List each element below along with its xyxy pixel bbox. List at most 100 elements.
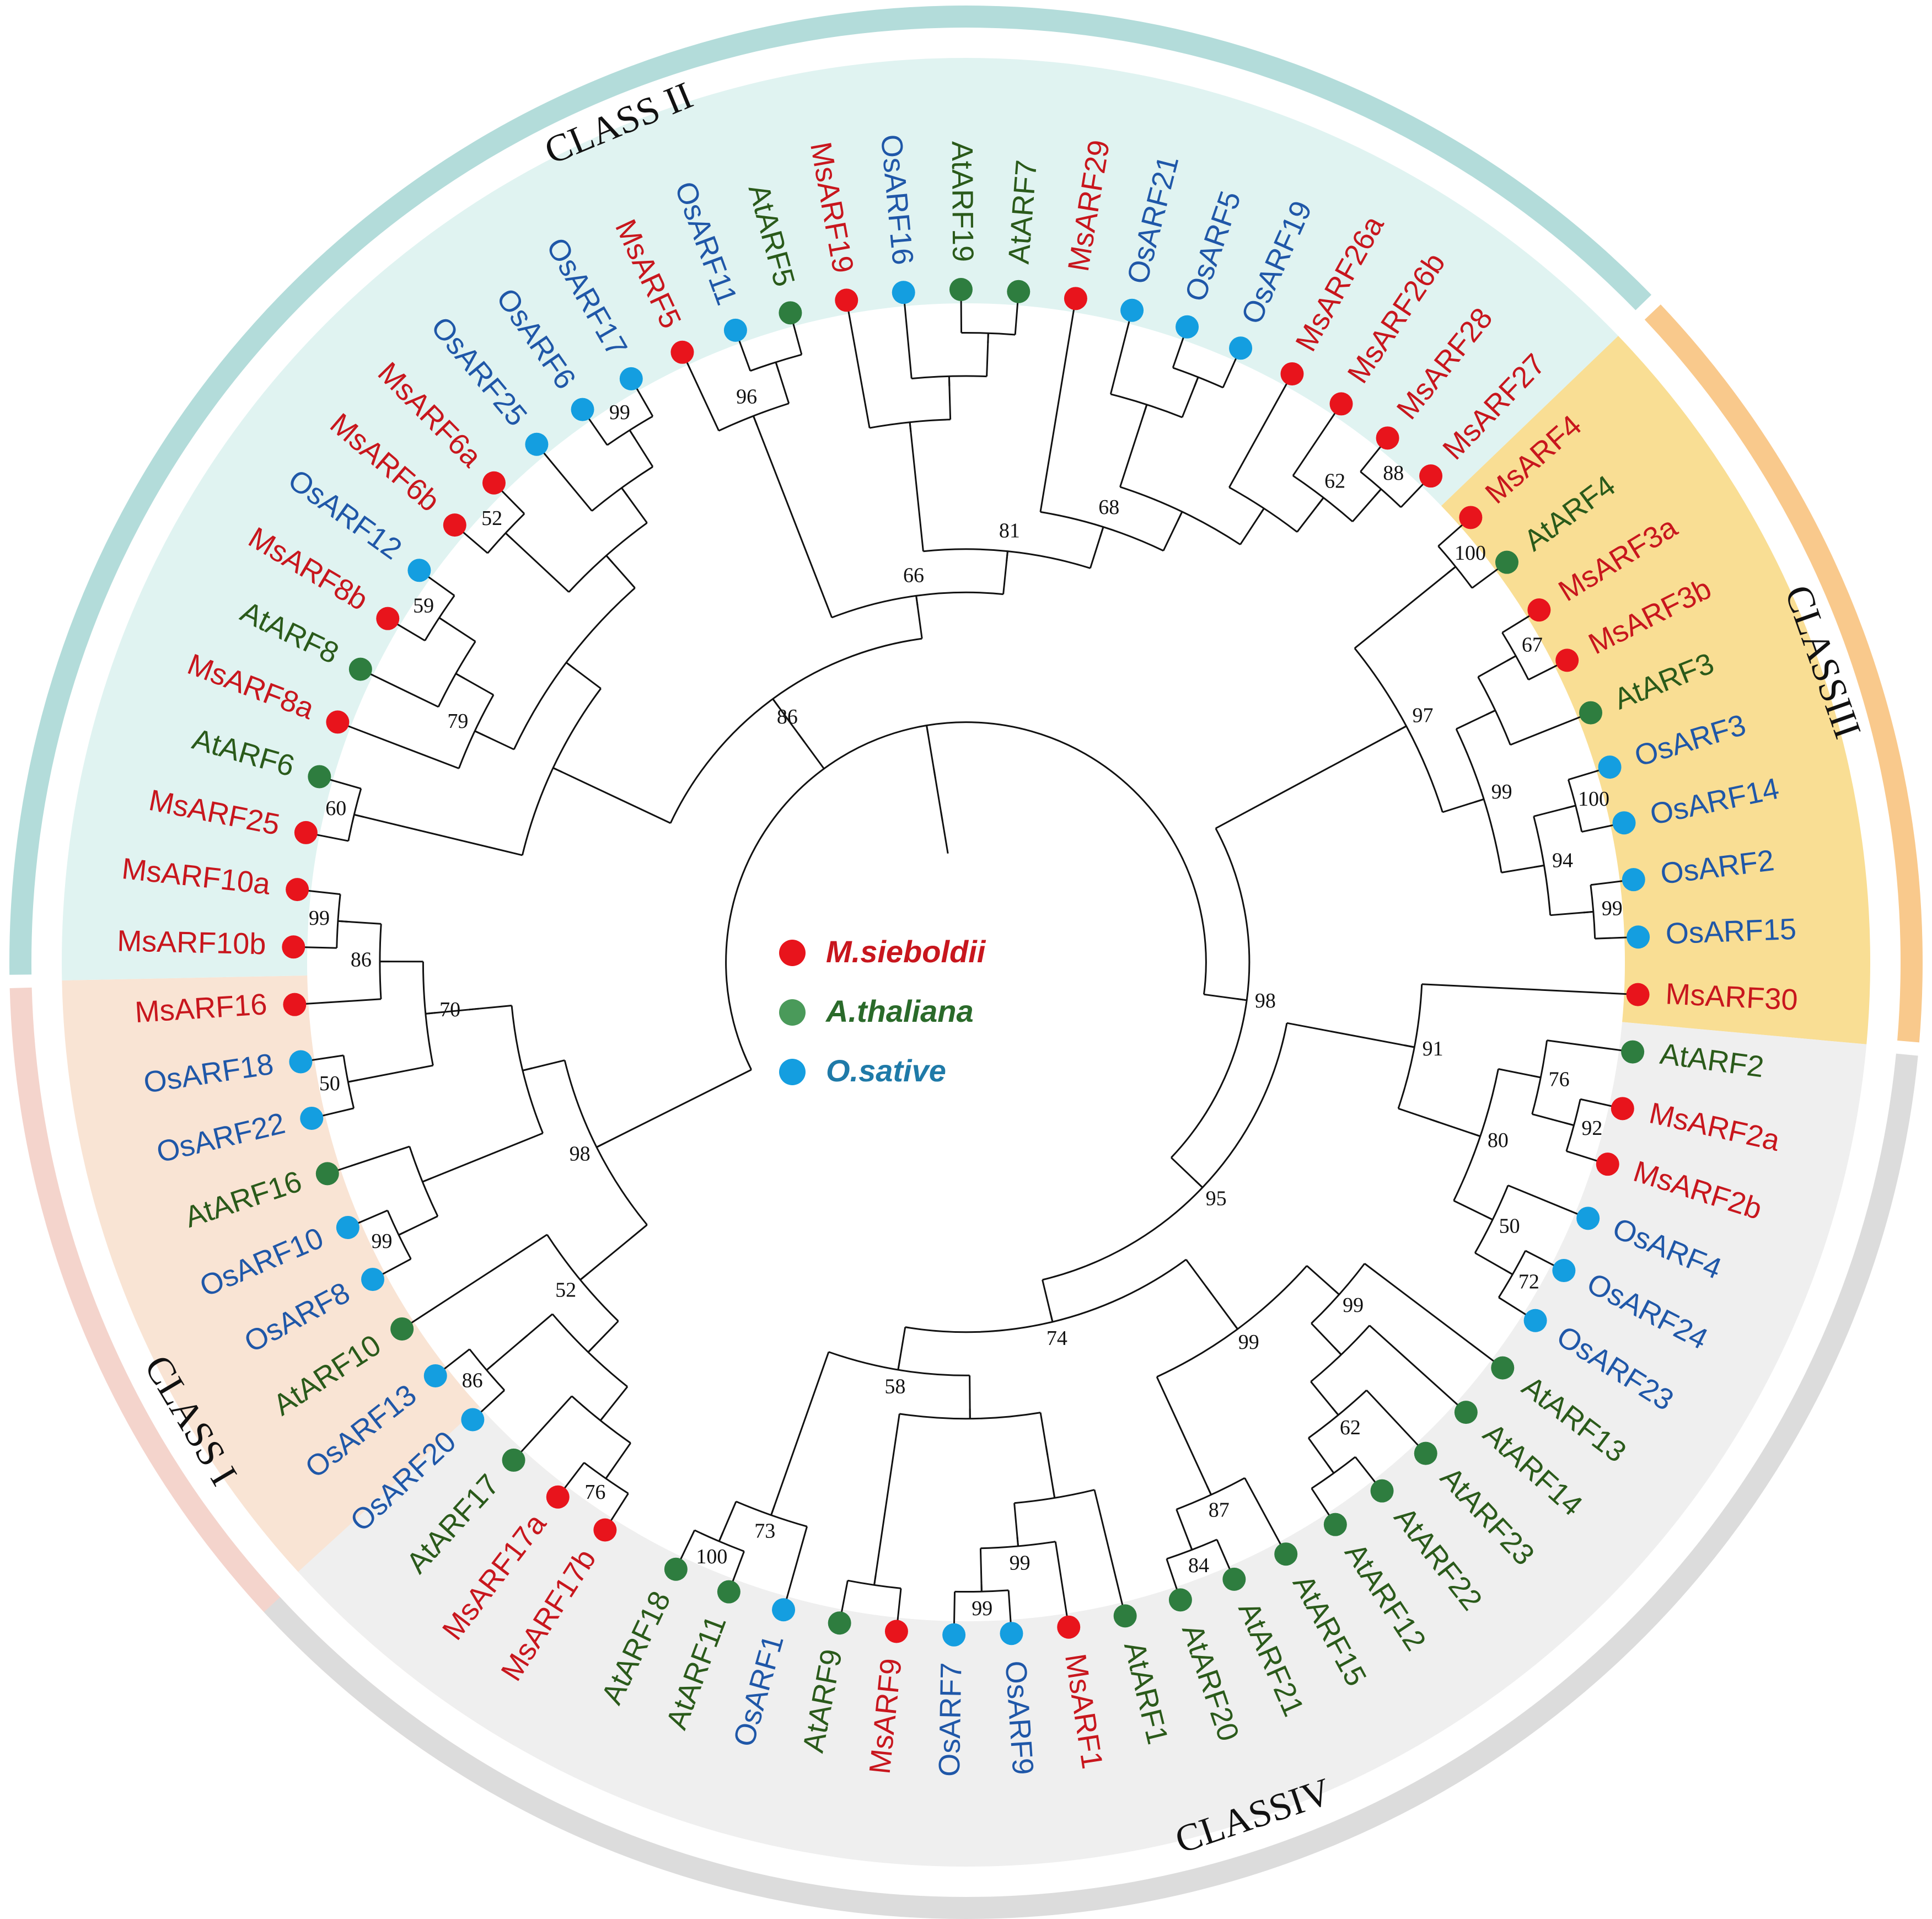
bootstrap-value: 99 xyxy=(1343,1294,1364,1317)
branch-stem xyxy=(718,1531,724,1542)
legend-label: A.thaliana xyxy=(825,994,974,1028)
branch-arc xyxy=(1531,1040,1548,1114)
branch-stem xyxy=(566,662,575,669)
tip-dot xyxy=(892,281,915,304)
branch-stem xyxy=(1565,805,1576,809)
branch-stem xyxy=(605,555,614,564)
branch-stem xyxy=(1194,1180,1203,1188)
branch-line xyxy=(1510,712,1591,746)
tip-dot xyxy=(300,1106,324,1130)
bootstrap-value: 50 xyxy=(1499,1214,1520,1237)
tip-dot xyxy=(1222,1567,1246,1591)
bootstrap-value: 86 xyxy=(777,705,798,728)
branch-stem xyxy=(909,422,912,432)
branch-line xyxy=(903,292,913,379)
tip-dot xyxy=(1459,506,1483,529)
tip-dot xyxy=(828,1611,851,1635)
branch-line xyxy=(294,998,382,1006)
branch-stem xyxy=(1486,709,1496,716)
bootstrap-values: 7686529950998670986059795299968862688166… xyxy=(309,385,1623,1620)
tip-dot xyxy=(315,1162,339,1186)
branch-arc xyxy=(1042,1022,1288,1281)
bootstrap-value: 100 xyxy=(696,1545,727,1568)
branch-stem xyxy=(940,811,943,821)
tip-dot xyxy=(1622,868,1645,892)
branch-arc xyxy=(1228,486,1298,533)
class-band xyxy=(298,1022,1867,1867)
bootstrap-value: 98 xyxy=(1255,989,1276,1012)
branch-arc xyxy=(1477,676,1511,746)
tip-dot xyxy=(1280,362,1304,385)
tip-dot xyxy=(1495,550,1518,574)
class-band xyxy=(61,57,1618,980)
branch-line xyxy=(353,813,523,856)
branch-line xyxy=(1109,310,1133,395)
branch-stem xyxy=(1483,1214,1493,1221)
branch-line xyxy=(505,532,570,593)
branch-line xyxy=(347,1064,433,1083)
branch-arc xyxy=(736,1500,808,1527)
branch-stem xyxy=(1194,377,1199,387)
branch-line xyxy=(552,767,671,824)
tip-dot xyxy=(1523,1309,1547,1332)
bootstrap-value: 99 xyxy=(1602,897,1623,920)
branch-stem xyxy=(926,725,929,736)
branch-line xyxy=(1093,1489,1126,1616)
branch-line xyxy=(770,1352,830,1516)
branch-line xyxy=(1421,983,1638,996)
tip-dot xyxy=(1576,1207,1600,1230)
branch-stem xyxy=(1331,1407,1339,1416)
branch-stem xyxy=(1334,1347,1342,1355)
bootstrap-value: 73 xyxy=(754,1519,775,1542)
branch-arc xyxy=(1397,984,1423,1109)
branch-stem xyxy=(797,733,805,743)
tip-dot xyxy=(1454,1401,1478,1424)
bootstrap-value: 72 xyxy=(1518,1271,1539,1294)
branch-stem xyxy=(629,430,636,439)
branch-stem xyxy=(1534,864,1544,868)
tip-dot xyxy=(289,1050,313,1074)
branch-stem xyxy=(621,487,629,497)
bootstrap-value: 60 xyxy=(325,797,346,820)
bootstrap-value: 67 xyxy=(1522,634,1543,657)
tip-dot xyxy=(884,1620,908,1643)
tip-dot xyxy=(326,710,350,734)
bootstrap-value: 86 xyxy=(351,948,372,971)
branch-line xyxy=(1228,373,1293,488)
bootstrap-value: 76 xyxy=(584,1481,605,1504)
tip-label: AtARF7 xyxy=(1002,159,1044,265)
legend-dot xyxy=(779,1059,806,1085)
branch-arc xyxy=(379,924,382,999)
branch-stem xyxy=(1206,1485,1212,1495)
bootstrap-value: 99 xyxy=(1491,780,1512,803)
branch-arc xyxy=(725,721,1207,1070)
tip-dot xyxy=(502,1448,525,1472)
legend-label: O.sative xyxy=(826,1053,946,1088)
tip-dot xyxy=(294,821,318,844)
tip-dot xyxy=(286,878,309,902)
branch-line xyxy=(1368,1325,1467,1413)
tip-dot xyxy=(525,432,549,456)
tip-dot xyxy=(1176,315,1199,339)
branch-line xyxy=(422,1132,544,1183)
tip-dot xyxy=(593,1518,617,1542)
branch-stem xyxy=(772,698,780,707)
branch-line xyxy=(327,1145,410,1175)
tip-dot xyxy=(423,1364,447,1387)
branch-stem xyxy=(605,1470,613,1480)
tip-dot xyxy=(1120,298,1144,322)
tip-markers xyxy=(282,278,1650,1647)
tip-dot xyxy=(1113,1604,1137,1628)
tip-label: MsARF10b xyxy=(117,924,266,961)
branch-stem xyxy=(1397,725,1407,732)
tip-dot xyxy=(1229,336,1253,360)
branch-stem xyxy=(519,1334,528,1343)
tip-dot xyxy=(546,1485,570,1509)
bootstrap-value: 88 xyxy=(1383,462,1404,485)
class-bands xyxy=(61,57,1870,1867)
branch-line xyxy=(1292,403,1342,476)
branch-line xyxy=(1364,1263,1504,1369)
branch-line xyxy=(596,1069,752,1148)
branch-stem xyxy=(1006,551,1008,561)
tip-dot xyxy=(1057,1615,1081,1639)
